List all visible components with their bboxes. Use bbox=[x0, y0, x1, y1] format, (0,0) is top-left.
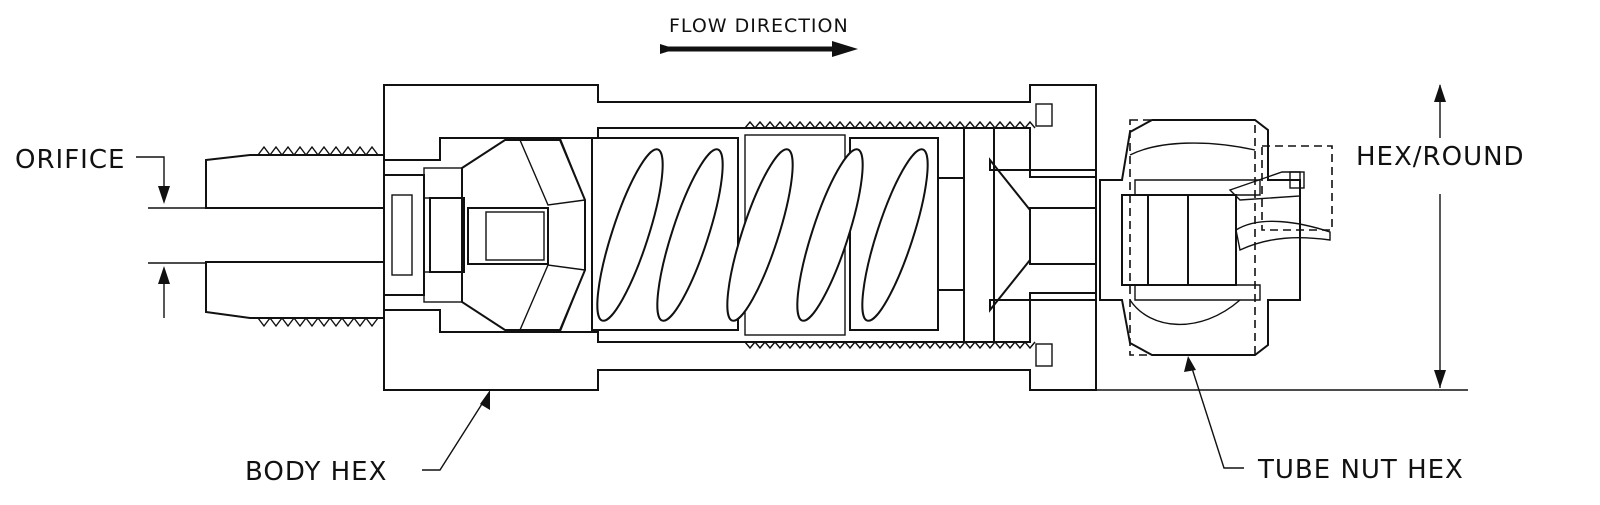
seal-ring-top bbox=[1035, 103, 1053, 127]
tube-nut bbox=[1099, 119, 1333, 356]
orifice-dimension: ORIFICE bbox=[15, 145, 206, 318]
seat-seal-bottom bbox=[423, 271, 463, 303]
spring bbox=[591, 127, 995, 343]
tube-nut-hex-callout: TUBE NUT HEX bbox=[1184, 356, 1464, 485]
flow-direction-label: FLOW DIRECTION bbox=[669, 15, 849, 37]
seal-ring-bottom bbox=[1035, 343, 1053, 367]
orifice-label: ORIFICE bbox=[15, 145, 125, 175]
flow-arrow-icon bbox=[660, 41, 858, 57]
body-hex-callout: BODY HEX bbox=[245, 390, 490, 487]
valve-body bbox=[383, 84, 1097, 391]
hex-round-label: HEX/ROUND bbox=[1356, 142, 1525, 172]
inlet-thread-bottom bbox=[257, 316, 379, 328]
hex-round-dimension: HEX/ROUND bbox=[1096, 84, 1525, 391]
poppet-assembly bbox=[383, 137, 586, 333]
inlet-thread-top bbox=[257, 145, 379, 157]
seat-seal-top bbox=[423, 167, 463, 199]
flow-direction-indicator: FLOW DIRECTION bbox=[660, 15, 858, 57]
body-hex-label: BODY HEX bbox=[245, 457, 387, 487]
inlet-fitting bbox=[205, 145, 385, 328]
ferrule bbox=[1228, 171, 1301, 201]
tube-nut-hex-label: TUBE NUT HEX bbox=[1257, 455, 1464, 485]
